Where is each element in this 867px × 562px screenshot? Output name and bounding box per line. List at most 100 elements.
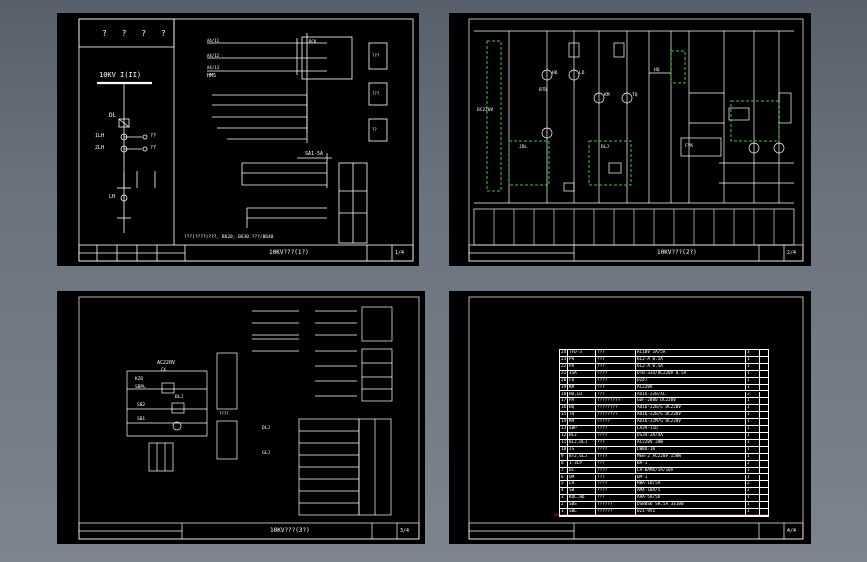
parts-cell: 1 xyxy=(746,377,760,384)
jdl-label: JDL xyxy=(519,145,528,150)
parts-cell: 1 xyxy=(746,426,760,432)
parts-cell: ??? xyxy=(596,363,636,370)
sheet-2-border xyxy=(468,18,804,262)
lh-label: LH xyxy=(109,194,116,200)
parts-cell: 7 xyxy=(560,467,568,474)
parts-cell: 1 xyxy=(746,419,760,426)
bus-label: 10KV I(II) xyxy=(99,71,142,79)
breaker-label: DL xyxy=(109,112,117,119)
parts-cell: 2 xyxy=(746,481,760,488)
sbpl-label: SBPL xyxy=(135,385,146,390)
parts-cell: ?????? xyxy=(596,502,636,509)
parts-cell: 1 xyxy=(746,405,760,412)
hd-label: HD xyxy=(552,71,558,76)
hq-label: HQ xyxy=(654,68,660,73)
parts-cell: ???? xyxy=(596,481,636,488)
parts-cell: BLJ,DLJ xyxy=(568,439,596,446)
parts-cell: DZ47 xyxy=(636,377,746,384)
parts-cell: 1 xyxy=(746,446,760,453)
parts-cell: 2 xyxy=(746,391,760,398)
terminal-a412: A4/12 xyxy=(207,53,220,58)
fyk-label: FYK xyxy=(685,144,694,149)
parts-cell: ME8-2 AC220V 150W xyxy=(636,453,746,460)
parts-cell: 9 xyxy=(560,453,568,460)
drawing-sheet-2[interactable]: DC220V HD LD BTD KM TQ HQ JDL DLJ FYK 10… xyxy=(449,13,811,266)
parts-cell: 5 xyxy=(560,481,568,488)
parts-cell: 1 xyxy=(746,474,760,481)
parts-cell: ???? xyxy=(596,377,636,384)
parts-cell: 1 xyxy=(746,495,760,502)
parts-cell: HLJ xyxy=(568,433,596,439)
parts-cell: 1 xyxy=(560,509,568,515)
parts-cell: ??? xyxy=(596,391,636,398)
parts-cell: 1 xyxy=(746,370,760,377)
parts-cell: PA xyxy=(568,363,596,370)
parts-cell: QM xyxy=(568,474,596,481)
parts-cell: 16 xyxy=(561,405,568,412)
parts-cell: 6L2-A 0.5A xyxy=(636,356,746,363)
ld-label: LD xyxy=(579,71,585,76)
parts-cell: JS xyxy=(568,446,596,453)
parts-cell: ??? xyxy=(596,384,636,391)
parts-cell: 15 xyxy=(561,412,568,419)
sheet-2-page: 2/4 xyxy=(787,250,797,256)
drawing-sheet-1[interactable]: ? ? ? ? 10KV I(II) DL 1LH 2LH ?? ?? LH H… xyxy=(57,13,419,266)
parts-cell: 22 xyxy=(561,363,568,370)
parts-cell: 3 xyxy=(746,350,760,356)
ac220v-label: AC220V xyxy=(157,360,176,366)
btd-label: BTD xyxy=(539,88,548,93)
parts-cell: 14 xyxy=(561,419,568,426)
parts-cell: FU xyxy=(568,377,596,384)
sheet-3-svg xyxy=(78,296,420,540)
parts-cell: 13 xyxy=(561,426,568,432)
parts-cell: 2 xyxy=(746,460,760,467)
terminal-a411: A4/11 xyxy=(207,38,220,43)
parts-cell: ??? xyxy=(596,474,636,481)
parts-cell: 8 xyxy=(560,460,568,467)
parts-cell: DL xyxy=(568,467,596,474)
parts-cell: ??? xyxy=(596,460,636,467)
parts-cell: 1 xyxy=(746,384,760,391)
parts-cell: 2 xyxy=(560,502,568,509)
parts-cell: 3 xyxy=(560,495,568,502)
ct2-label: 2LH xyxy=(95,145,105,151)
sheet-3-border xyxy=(78,296,420,540)
glj-relay-label: GLJ xyxy=(262,451,271,456)
parts-cell: ???????? xyxy=(596,405,636,412)
drawing-sheet-3[interactable]: AC220V CX KZQ SBPL SB2 SB1 BLJ DLJ GLJ ?… xyxy=(57,291,425,544)
parts-cell: 19 xyxy=(561,384,568,391)
sheet-1-border xyxy=(78,18,414,262)
parts-cell: ???? xyxy=(596,370,636,377)
parts-cell: DS88S6 SH.5A 3x100 xyxy=(636,502,746,509)
dlj-label: DLJ xyxy=(601,145,610,150)
parts-cell: ???????? xyxy=(596,412,636,419)
parts-cell: ???? xyxy=(596,453,636,460)
parts-cell: 6L2-A 0.5A xyxy=(636,363,746,370)
parts-cell: BTJ,GLJ xyxy=(568,453,596,460)
parts-cell: LH xyxy=(568,481,596,488)
sheet-3-title: 10KV???(3?) xyxy=(270,527,310,534)
ct1-note: ?? xyxy=(150,133,157,139)
parts-cell: ??? xyxy=(596,439,636,446)
parts-cell: 12 xyxy=(561,433,568,439)
parts-cell: 24 xyxy=(561,350,568,356)
parts-cell: ???? xyxy=(596,433,636,439)
parts-cell: 1-3LP xyxy=(568,460,596,467)
parts-cell: HD,LD xyxy=(568,391,596,398)
